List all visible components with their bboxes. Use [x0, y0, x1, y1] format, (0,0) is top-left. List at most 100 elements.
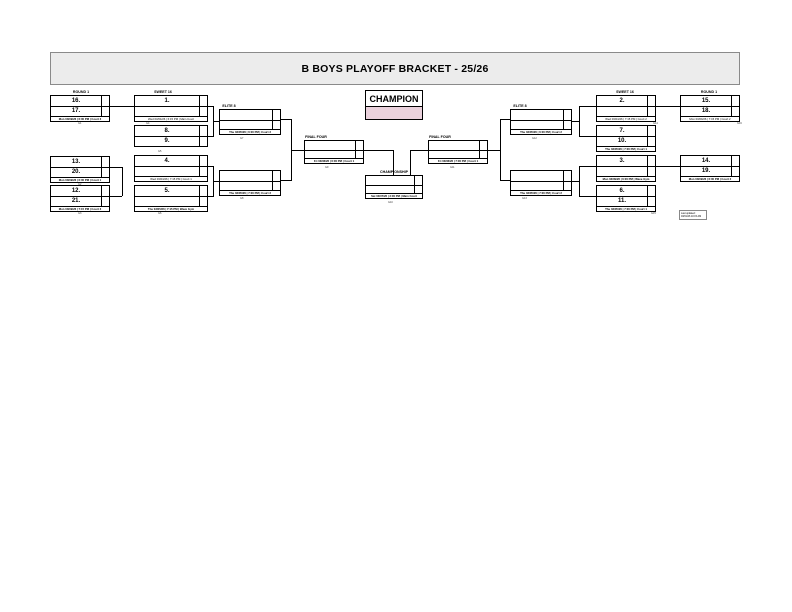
bracket-line [291, 150, 304, 151]
score-box [563, 110, 571, 129]
divider [135, 196, 207, 197]
seed-label: 18. [701, 108, 711, 114]
seed-label [511, 171, 563, 181]
bracket-line [572, 121, 579, 122]
game-info: Wed 03/04/26 | 7:15 PM | Court 1 [134, 176, 208, 182]
game-info: Mon 03/09/26 | 6:00 PM | Wave Gym [596, 176, 656, 182]
game-info: Mon 03/09/26 | 6:00 PM | Court 1 [50, 177, 110, 183]
game-number: G4 [146, 122, 150, 125]
game-number: G10 [388, 201, 393, 204]
score-box [199, 186, 207, 206]
round-label-elite8-right: ELITE 8 [513, 104, 527, 108]
seed-label: 11. [617, 198, 626, 204]
score-box [355, 141, 363, 158]
game-number: G6 [158, 212, 162, 215]
score-box [647, 186, 655, 206]
seed-label: 2. [619, 98, 625, 104]
divider [220, 119, 280, 121]
score-box [272, 171, 280, 190]
bracket-line [579, 136, 596, 137]
game-number: G7 [240, 137, 244, 140]
game-number: G16 [737, 122, 742, 125]
bracket-line [488, 150, 500, 151]
seed-label: 13. [71, 159, 81, 165]
game-info: Mon 03/09/26 | 6:00 PM | Court 3 [50, 116, 110, 122]
round-label-sweet16-right: SWEET 16 [616, 90, 634, 94]
matchup-slot: 5. [134, 185, 208, 207]
divider [51, 196, 109, 197]
seed-label [511, 120, 563, 130]
matchup-slot [219, 109, 281, 130]
seed-label: 5. [164, 188, 170, 194]
game-info: Fri 03/06/26 | 7:00 PM | Court 1 [428, 158, 488, 164]
game-info: Thu 03/05/26 | 7:00 PM | Court 1 [596, 146, 656, 152]
score-box [101, 186, 109, 206]
divider [681, 166, 739, 167]
divider [51, 167, 109, 168]
matchup-slot: 8. 9. [134, 125, 208, 147]
bracket-line [500, 119, 501, 181]
seed-label [220, 120, 272, 130]
champion-box [365, 106, 423, 120]
divider [51, 106, 109, 107]
matchup-slot [510, 109, 572, 130]
score-box [101, 96, 109, 116]
game-info: Thu 03/05/26 | 7:00 PM | Court 2 [510, 190, 572, 196]
seed-label: 1. [164, 98, 170, 104]
bracket-line [208, 136, 213, 137]
seed-label [135, 196, 199, 206]
round-label-sweet16-left: SWEET 16 [154, 90, 172, 94]
bracket-line [579, 166, 596, 167]
seed-label [220, 181, 272, 191]
seed-label: 6. [619, 188, 625, 194]
legend-line: Last updated: [681, 212, 696, 215]
bracket-line [364, 150, 393, 151]
matchup-slot: 15. 18. [680, 95, 740, 117]
divider [511, 180, 571, 182]
round-label-elite8-left: ELITE 8 [222, 104, 236, 108]
seed-label [305, 150, 355, 159]
matchup-slot: 3. [596, 155, 656, 177]
matchup-slot [304, 140, 364, 159]
champion-label: CHAMPION [365, 90, 423, 106]
seed-label [135, 166, 199, 176]
seed-label [429, 141, 479, 150]
bracket-line [122, 167, 123, 196]
score-box [199, 96, 207, 116]
seed-label [429, 150, 479, 159]
score-box [101, 157, 109, 177]
seed-label [305, 141, 355, 150]
game-info: Mon 03/09/26 | 6:00 PM | Court 2 [680, 176, 740, 182]
bracket-line [393, 150, 394, 175]
game-number: G2 [78, 183, 81, 186]
bracket-line [579, 106, 580, 137]
game-number: G5 [158, 150, 162, 153]
score-box [272, 110, 280, 129]
matchup-slot: 13. 20. [50, 156, 110, 178]
page-title: B BOYS PLAYOFF BRACKET - 25/26 [50, 52, 740, 85]
seed-label: 17. [71, 108, 81, 114]
seed-label [511, 110, 563, 120]
game-number: G1 [78, 122, 82, 125]
championship-slot [365, 175, 423, 194]
seed-label: 4. [164, 158, 170, 164]
divider [597, 196, 655, 197]
score-box [731, 156, 739, 176]
game-info: Fri 03/06/26 | 6:00 PM | Court 1 [304, 158, 364, 164]
divider [220, 180, 280, 182]
divider [366, 184, 422, 186]
seed-label: 19. [701, 168, 711, 174]
divider [135, 166, 207, 167]
bracket-line [579, 196, 596, 197]
bracket-line [281, 119, 291, 120]
seed-label: 9. [164, 138, 170, 144]
seed-label: 3. [619, 158, 625, 164]
bracket-line [410, 150, 411, 175]
game-number: G9 [325, 166, 329, 169]
matchup-slot: 7. 10. [596, 125, 656, 147]
bracket-line [213, 181, 219, 182]
divider [681, 106, 739, 107]
seed-label [597, 166, 647, 176]
game-info: Thu 03/05/26 | 6:00 PM | Court 2 [510, 129, 572, 135]
bracket-line [500, 180, 510, 181]
